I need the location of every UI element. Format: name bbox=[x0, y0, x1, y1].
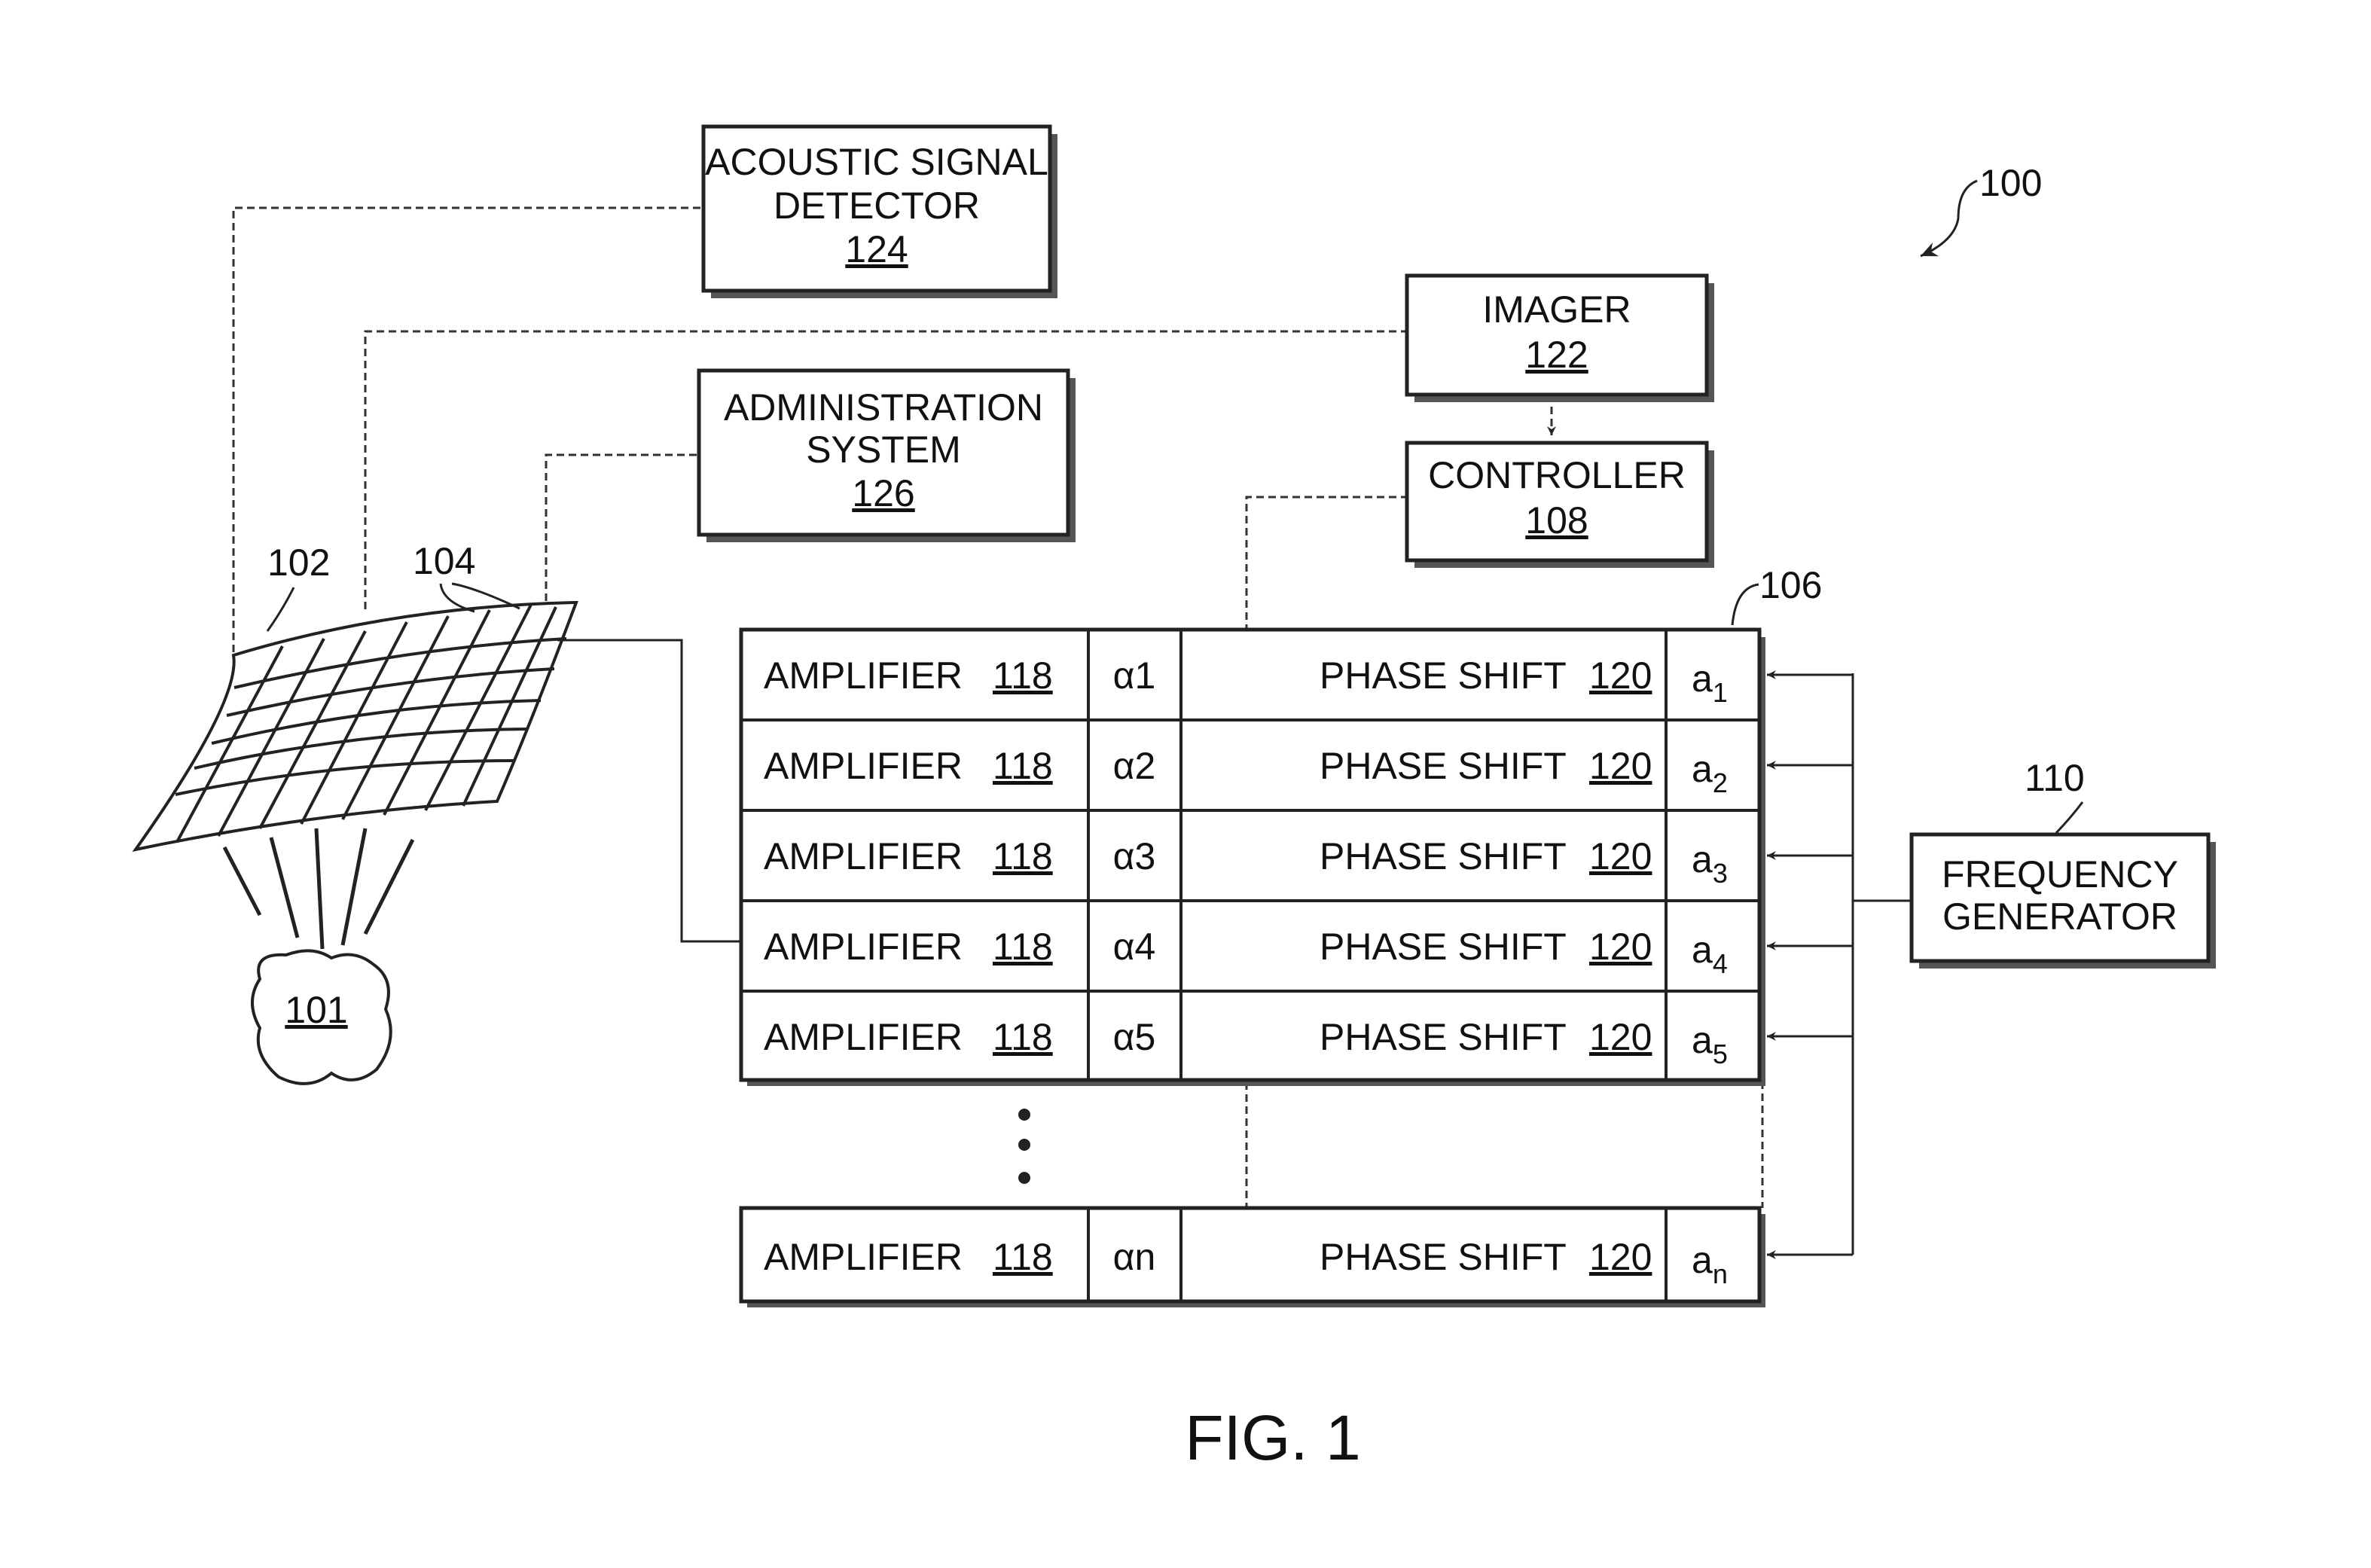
controller-line1: CONTROLLER bbox=[1428, 454, 1686, 496]
ellipsis-dot-1 bbox=[1018, 1109, 1030, 1121]
alpha-label: α2 bbox=[1113, 745, 1156, 787]
frequency-leader bbox=[2055, 801, 2084, 834]
phase-shift-ref: 120 bbox=[1589, 745, 1652, 787]
phase-shift-label: PHASE SHIFT bbox=[1320, 654, 1567, 697]
amplifier-label: AMPLIFIER bbox=[764, 926, 963, 968]
array-leader bbox=[1731, 583, 1759, 626]
alpha-label: α5 bbox=[1113, 1016, 1156, 1058]
admin-line2: SYSTEM bbox=[806, 429, 961, 471]
transducer-leader bbox=[266, 587, 295, 632]
last-amp-ref: 118 bbox=[993, 1236, 1053, 1278]
controller-box bbox=[1405, 441, 1709, 563]
alpha-label: α1 bbox=[1113, 654, 1156, 697]
amplifier-ref: 118 bbox=[993, 1016, 1053, 1058]
administration-system-box bbox=[697, 368, 1070, 537]
imager-ref: 122 bbox=[1525, 334, 1588, 376]
phase-shift-label: PHASE SHIFT bbox=[1320, 1016, 1567, 1058]
amplifier-ref: 118 bbox=[993, 835, 1053, 877]
amplitude-label: a2 bbox=[1692, 748, 1728, 798]
transducer-to-array-line bbox=[557, 639, 749, 943]
beam-rays bbox=[222, 828, 415, 950]
element-leader-2 bbox=[451, 582, 520, 610]
element-leader-1 bbox=[439, 583, 475, 613]
acoustic-signal-detector-box bbox=[701, 124, 1052, 293]
acoustic-ref: 124 bbox=[845, 228, 908, 270]
frequency-line1: FREQUENCY bbox=[1942, 853, 2178, 895]
amplifier-label: AMPLIFIER bbox=[764, 654, 963, 697]
amplitude-label: a1 bbox=[1692, 657, 1728, 708]
phase-shift-label: PHASE SHIFT bbox=[1320, 926, 1567, 968]
element-ref: 104 bbox=[413, 540, 475, 582]
frequency-ref: 110 bbox=[2025, 757, 2085, 799]
frequency-bus bbox=[1767, 670, 1912, 1259]
phase-shift-ref: 120 bbox=[1589, 926, 1652, 968]
amplifier-label: AMPLIFIER bbox=[764, 835, 963, 877]
imager-link-line bbox=[364, 330, 1408, 610]
figure-caption: FIG. 1 bbox=[1185, 1402, 1360, 1473]
target-blob bbox=[251, 949, 392, 1085]
transducer-array bbox=[132, 600, 578, 852]
phase-shift-ref: 120 bbox=[1589, 835, 1652, 877]
target-ref: 101 bbox=[285, 989, 347, 1031]
last-channel-row bbox=[739, 1206, 1762, 1304]
acoustic-line2: DETECTOR bbox=[774, 185, 980, 227]
last-amp-label: AMPLIFIER bbox=[764, 1236, 963, 1278]
acoustic-line1: ACOUSTIC SIGNAL bbox=[705, 141, 1048, 183]
ellipsis-dot-3 bbox=[1018, 1172, 1030, 1184]
amplifier-ref: 118 bbox=[993, 926, 1053, 968]
alpha-label: α4 bbox=[1113, 926, 1156, 968]
last-phase-ref: 120 bbox=[1589, 1236, 1652, 1278]
imager-box bbox=[1405, 273, 1709, 397]
amplitude-label: a3 bbox=[1692, 838, 1728, 889]
transducer-ref: 102 bbox=[267, 541, 330, 584]
amplifier-ref: 118 bbox=[993, 745, 1053, 787]
phase-shift-ref: 120 bbox=[1589, 654, 1652, 697]
frequency-line2: GENERATOR bbox=[1942, 895, 2177, 938]
amplitude-label: a4 bbox=[1692, 929, 1728, 979]
last-phase-label: PHASE SHIFT bbox=[1320, 1236, 1567, 1278]
channel-array-box bbox=[739, 627, 1762, 1082]
array-ref: 106 bbox=[1759, 564, 1822, 606]
admin-ref: 126 bbox=[852, 472, 914, 514]
amplifier-label: AMPLIFIER bbox=[764, 1016, 963, 1058]
phase-shift-ref: 120 bbox=[1589, 1016, 1652, 1058]
imager-line1: IMAGER bbox=[1482, 288, 1631, 331]
last-a-label: an bbox=[1692, 1239, 1728, 1289]
last-alpha: αn bbox=[1113, 1236, 1156, 1278]
controller-ref: 108 bbox=[1525, 499, 1588, 541]
amplifier-ref: 118 bbox=[993, 654, 1053, 697]
phase-shift-label: PHASE SHIFT bbox=[1320, 835, 1567, 877]
system-leader bbox=[1920, 179, 1978, 258]
phase-shift-label: PHASE SHIFT bbox=[1320, 745, 1567, 787]
ellipsis-dot-2 bbox=[1018, 1139, 1030, 1151]
amplitude-label: a5 bbox=[1692, 1019, 1728, 1069]
acoustic-link-line bbox=[232, 206, 700, 655]
amplifier-label: AMPLIFIER bbox=[764, 745, 963, 787]
frequency-generator-box bbox=[1909, 832, 2211, 963]
admin-link-line bbox=[545, 453, 697, 602]
alpha-label: α3 bbox=[1113, 835, 1156, 877]
system-ref: 100 bbox=[1979, 162, 2042, 204]
admin-line1: ADMINISTRATION bbox=[724, 386, 1043, 429]
